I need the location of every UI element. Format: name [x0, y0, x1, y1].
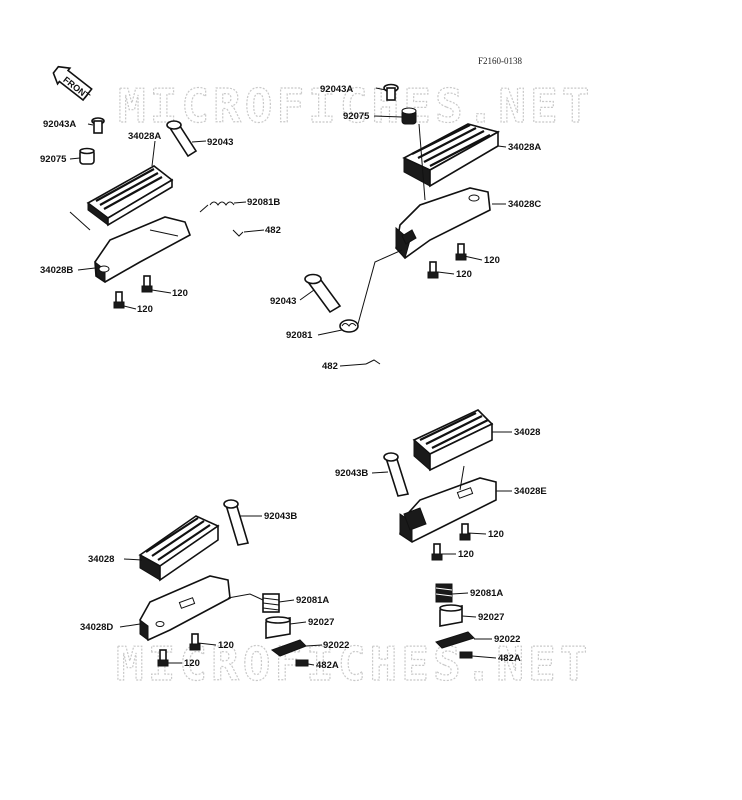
label-tl-482: 482 [265, 225, 281, 236]
label-tl-120a: 120 [172, 288, 188, 299]
spring-92081a-right [435, 583, 453, 603]
clip-482 [232, 229, 244, 237]
bolt-120-right-b [427, 261, 439, 279]
label-tl-34028a: 34028A [128, 131, 161, 142]
label-tr-92081: 92081 [286, 330, 313, 341]
label-tr-34028a: 34028A [508, 142, 541, 153]
bracket-34028c [395, 187, 491, 260]
label-bl-120a: 120 [218, 640, 234, 651]
pin-92043a [91, 117, 105, 134]
label-tl-34028b: 34028B [40, 265, 73, 276]
assembly-top-left [69, 117, 265, 310]
label-bl-92043b: 92043B [264, 511, 297, 522]
label-bl-482a: 482A [316, 660, 339, 671]
assembly-bottom-right [371, 409, 512, 659]
label-tr-92075: 92075 [343, 111, 370, 122]
label-tr-120a: 120 [484, 255, 500, 266]
rubber-footrest-34028a [86, 165, 174, 227]
label-tr-120b: 120 [456, 269, 472, 280]
label-bl-92022: 92022 [323, 640, 349, 651]
plunger-92027-left [265, 616, 291, 639]
clip-482a-left [295, 659, 309, 667]
label-br-34028: 34028 [514, 427, 540, 438]
collar-92075 [79, 147, 95, 165]
label-bl-92027: 92027 [308, 617, 334, 628]
label-tl-92043a: 92043A [43, 119, 76, 130]
bolt-120-bl-b [157, 649, 169, 667]
plate-92022-right [435, 631, 475, 649]
bolt-120-br-b [431, 543, 443, 561]
pivot-pin-92043 [166, 120, 198, 158]
pivot-pin-92043b [223, 499, 250, 546]
label-bl-120b: 120 [184, 658, 200, 669]
label-tl-92075: 92075 [40, 154, 67, 165]
label-br-34028e: 34028E [514, 486, 547, 497]
label-br-92081a: 92081A [470, 588, 503, 599]
label-bl-34028: 34028 [88, 554, 114, 565]
watermark-top: MICROFICHES.NET [118, 79, 593, 133]
bolt-120-br-a [459, 523, 471, 541]
label-bl-92081a: 92081A [296, 595, 329, 606]
pivot-pin-92043b-right [383, 452, 410, 497]
label-br-92022: 92022 [494, 634, 520, 645]
plunger-92027-right [439, 604, 463, 627]
label-br-92043b: 92043B [335, 468, 368, 479]
rubber-footrest-34028-left [138, 515, 220, 582]
clip-482-right [365, 359, 381, 365]
spring-92081b [199, 201, 235, 213]
label-tr-92043: 92043 [270, 296, 296, 307]
pivot-pin-92043-right [304, 273, 342, 314]
label-tl-92081b: 92081B [247, 197, 280, 208]
label-br-92027: 92027 [478, 612, 504, 623]
front-arrow-icon: FRONT [52, 65, 93, 102]
collar-92075-right [401, 107, 417, 125]
pin-92043a-right [383, 83, 399, 101]
spring-92081a-left [262, 593, 280, 613]
bolt-120-a [141, 275, 153, 293]
bracket-34028d [139, 575, 231, 642]
bracket-34028b [94, 216, 191, 283]
label-tr-482: 482 [322, 361, 338, 372]
rubber-footrest-34028-right [412, 409, 494, 472]
bolt-120-b [113, 291, 125, 309]
assembly-bottom-left [119, 499, 323, 667]
bolt-120-bl-a [189, 633, 201, 651]
label-tl-120b: 120 [137, 304, 153, 315]
figure-code: F2160-0138 [478, 56, 523, 66]
label-bl-34028d: 34028D [80, 622, 113, 633]
label-tl-92043: 92043 [207, 137, 233, 148]
label-tr-92043a: 92043A [320, 84, 353, 95]
bolt-120-right-a [455, 243, 467, 261]
rubber-footrest-34028a-right [402, 123, 501, 188]
spring-92081-right [339, 319, 359, 333]
clip-482a-right [459, 651, 473, 659]
label-tr-34028c: 34028C [508, 199, 541, 210]
label-br-120b: 120 [458, 549, 474, 560]
label-br-482a: 482A [498, 653, 521, 664]
assembly-top-right [299, 83, 507, 367]
bracket-34028e [399, 477, 497, 543]
label-br-120a: 120 [488, 529, 504, 540]
